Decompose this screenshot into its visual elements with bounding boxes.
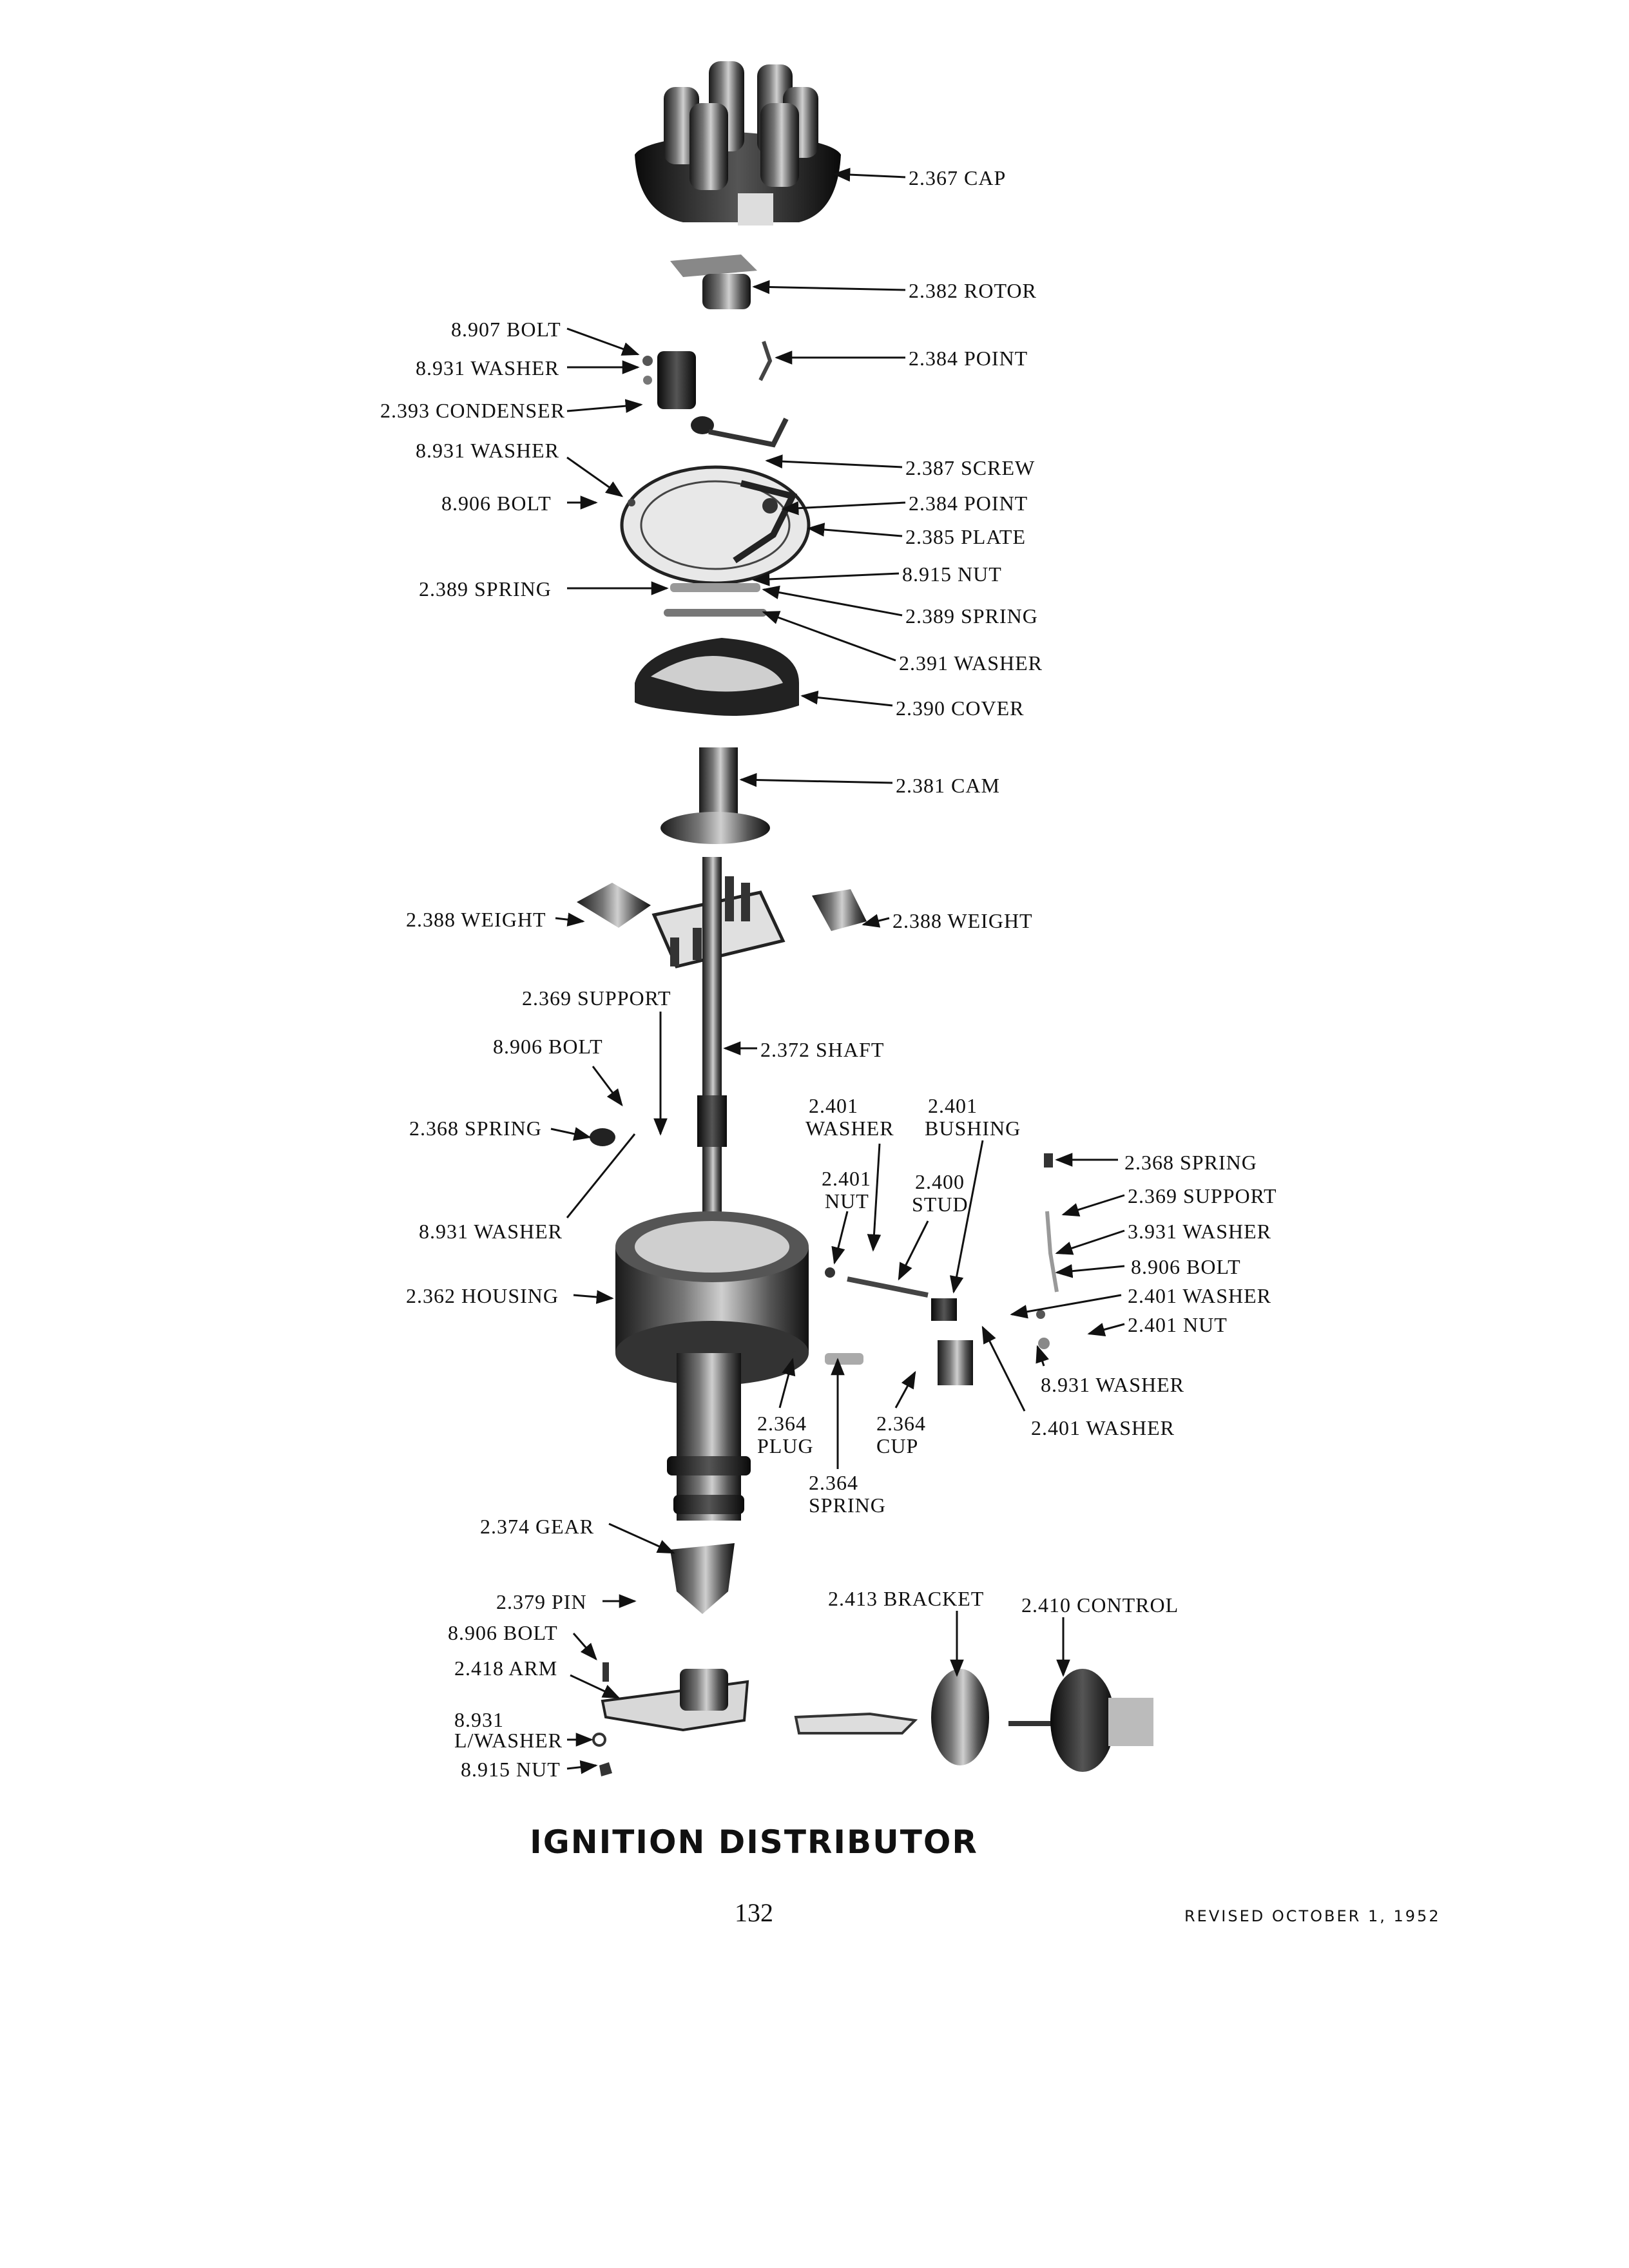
label-lwasher-num: 8.931 (454, 1708, 504, 1731)
label-bushing-num: 2.401 (928, 1094, 978, 1117)
label-weight-right: 2.388 WEIGHT (892, 909, 1033, 932)
label-nut-2401-txt: NUT (825, 1189, 869, 1213)
label-bolt-8906-b: 8.906 BOLT (493, 1035, 603, 1058)
label-weight-left: 2.388 WEIGHT (406, 908, 546, 931)
label-bolt-8906-c: 8.906 BOLT (1131, 1255, 1241, 1278)
label-washer-2401-top-num: 2.401 (809, 1094, 858, 1117)
label-plug-txt: PLUG (757, 1434, 814, 1457)
label-cap: 2.367 CAP (909, 166, 1006, 189)
cam (660, 747, 770, 844)
label-washer-3931: 3.931 WASHER (1128, 1220, 1271, 1243)
point-upper (758, 341, 773, 381)
label-washer-2401-top-txt: WASHER (805, 1117, 894, 1140)
lwasher-and-nut (592, 1733, 612, 1776)
cover (635, 638, 799, 716)
label-plate: 2.385 PLATE (905, 525, 1026, 548)
springs-and-washer (664, 583, 767, 617)
label-washer-2401-r: 2.401 WASHER (1128, 1284, 1271, 1307)
distributor-cap (635, 61, 841, 226)
label-stud-txt: STUD (912, 1193, 969, 1216)
label-bushing-txt: BUSHING (925, 1117, 1021, 1140)
label-bolt-8906-a: 8.906 BOLT (441, 492, 552, 515)
label-nut-8915-b: 8.915 NUT (461, 1758, 561, 1781)
stud-bushing-assembly (791, 1267, 973, 1385)
label-cup-num: 2.364 (876, 1412, 926, 1435)
gear (670, 1543, 735, 1614)
label-bolt-8907: 8.907 BOLT (451, 318, 561, 341)
label-rotor: 2.382 ROTOR (909, 279, 1037, 302)
label-stud-num: 2.400 (915, 1170, 965, 1193)
right-small-parts (1036, 1153, 1059, 1349)
label-spring-2364-txt: SPRING (809, 1494, 886, 1517)
label-housing: 2.362 HOUSING (406, 1284, 559, 1307)
arm (601, 1662, 749, 1732)
rotor (670, 255, 757, 309)
label-washer-2401-b: 2.401 WASHER (1031, 1416, 1175, 1439)
label-point-b: 2.384 POINT (909, 492, 1028, 515)
label-pin: 2.379 PIN (496, 1590, 587, 1613)
label-spring-2364-num: 2.364 (809, 1471, 858, 1494)
label-washer-8931-c: 8.931 WASHER (419, 1220, 563, 1243)
shaft (697, 857, 727, 1218)
advance-weights-and-support (577, 876, 867, 968)
breaker-plate (620, 465, 811, 585)
label-arm: 2.418 ARM (454, 1657, 557, 1680)
housing (615, 1211, 809, 1521)
label-washer-8931-b: 8.931 WASHER (416, 439, 559, 462)
label-point-a: 2.384 POINT (909, 347, 1028, 370)
label-nut-2401-r: 2.401 NUT (1128, 1313, 1228, 1336)
label-gear: 2.374 GEAR (480, 1515, 594, 1538)
label-bolt-8906-d: 8.906 BOLT (448, 1621, 558, 1644)
vacuum-spring-left (590, 1128, 615, 1146)
page-number: 132 (735, 1898, 773, 1927)
label-support-right: 2.369 SUPPORT (1128, 1184, 1277, 1207)
label-plug-num: 2.364 (757, 1412, 807, 1435)
label-cover: 2.390 COVER (896, 697, 1024, 720)
condenser-assembly (642, 351, 789, 448)
label-washer-8931-d: 8.931 WASHER (1041, 1373, 1184, 1396)
label-spring-2389-b: 2.389 SPRING (905, 604, 1038, 628)
label-lwasher-txt: L/WASHER (454, 1729, 563, 1752)
bracket (794, 1669, 989, 1765)
label-condenser: 2.393 CONDENSER (380, 399, 565, 422)
label-nut-8915-a: 8.915 NUT (902, 562, 1002, 586)
label-control: 2.410 CONTROL (1021, 1593, 1179, 1617)
label-cam: 2.381 CAM (896, 774, 1000, 797)
label-cup-txt: CUP (876, 1434, 918, 1457)
label-bracket: 2.413 BRACKET (828, 1587, 984, 1610)
label-shaft: 2.372 SHAFT (760, 1038, 884, 1061)
vacuum-control (1008, 1669, 1153, 1772)
label-nut-2401-num: 2.401 (822, 1167, 871, 1190)
label-spring-2368-right: 2.368 SPRING (1124, 1151, 1257, 1174)
label-washer-8931-a: 8.931 WASHER (416, 356, 559, 380)
label-spring-2368-left: 2.368 SPRING (409, 1117, 542, 1140)
leader-lines (550, 168, 1125, 1774)
label-spring-2389-a: 2.389 SPRING (419, 577, 552, 601)
revision-date: REVISED OCTOBER 1, 1952 (1184, 1907, 1441, 1925)
label-screw: 2.387 SCREW (905, 456, 1035, 479)
page-title: IGNITION DISTRIBUTOR (530, 1823, 978, 1861)
part-labels: 2.367 CAP 2.382 ROTOR 8.907 BOLT 8.931 W… (380, 166, 1277, 1781)
label-washer-2391: 2.391 WASHER (899, 651, 1043, 675)
label-support-left: 2.369 SUPPORT (522, 986, 671, 1010)
